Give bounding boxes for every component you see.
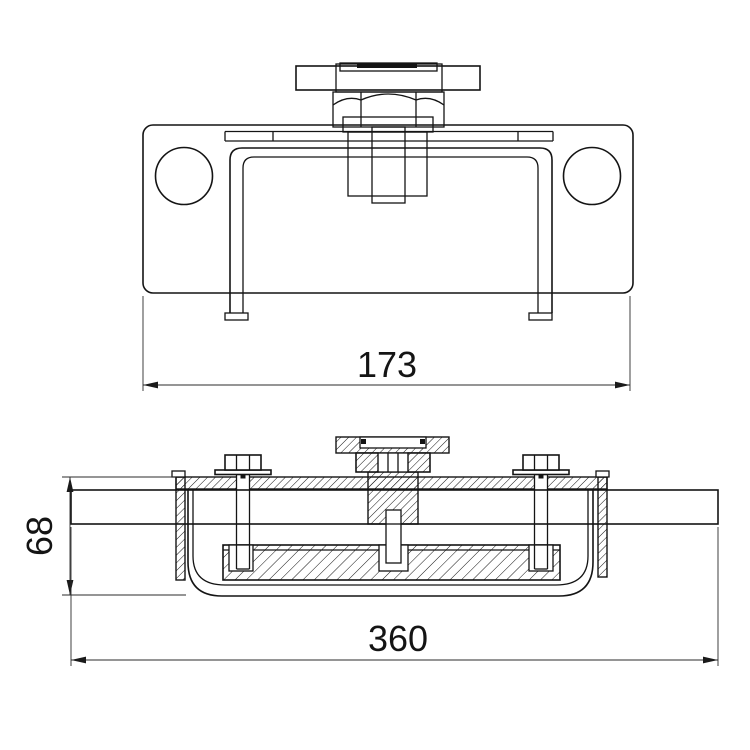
recess-left-notch (361, 439, 366, 444)
roller-hub (335, 63, 443, 93)
dimension-section-height-label: 68 (19, 516, 60, 556)
section-roller-stem (335, 436, 450, 564)
left-bolt-head (224, 454, 262, 471)
right-bolt-shank (533, 473, 549, 546)
left-bolt-tip-mark (240, 474, 246, 479)
front-roller-assembly (295, 62, 481, 204)
section-left-side-plate (175, 476, 186, 581)
arrow-up-icon (66, 477, 74, 492)
front-left-foot (224, 312, 249, 321)
arrow-left-icon (71, 656, 86, 664)
center-bolt-tail (385, 509, 402, 564)
front-bracket-band (224, 130, 554, 142)
arrow-left-icon (143, 381, 158, 389)
front-bolt-core (371, 126, 406, 204)
right-bolt-tip-mark (538, 474, 544, 479)
left-bolt-shank (235, 473, 251, 546)
right-bolt-head (522, 454, 560, 471)
left-clamp-bolt (214, 454, 272, 479)
arrow-right-icon (703, 656, 718, 664)
center-roller-recess (359, 436, 427, 449)
front-support-bracket (224, 147, 553, 321)
roller-top-bar (339, 62, 438, 72)
front-right-hole (562, 146, 622, 206)
front-left-hole (154, 146, 214, 206)
recess-right-notch (420, 439, 425, 444)
front-mounting-plate (142, 124, 634, 294)
section-u-strap (187, 489, 594, 597)
dimension-section-width: 360 (70, 527, 719, 666)
front-right-foot (528, 312, 553, 321)
front-hex-nut (332, 91, 445, 128)
section-right-side-plate (597, 476, 608, 578)
dimension-section-width-label: 360 (368, 618, 428, 659)
dimension-front-width-label: 173 (357, 344, 417, 385)
roller-plate (295, 65, 481, 91)
section-view: 68 360 (19, 436, 719, 666)
front-view: 173 (142, 62, 634, 391)
right-bolt-hole (528, 544, 554, 572)
center-nut-section (355, 452, 431, 473)
front-bolt-socket (347, 131, 428, 197)
section-left-cap (171, 470, 186, 478)
arrow-right-icon (615, 381, 630, 389)
right-clamp-bolt (512, 454, 570, 479)
dimension-front-width: 173 (142, 296, 631, 391)
section-right-cap (595, 470, 610, 478)
arrow-down-icon (66, 580, 74, 595)
dimension-section-height: 68 (19, 476, 186, 596)
roller-top-slot (357, 64, 417, 68)
